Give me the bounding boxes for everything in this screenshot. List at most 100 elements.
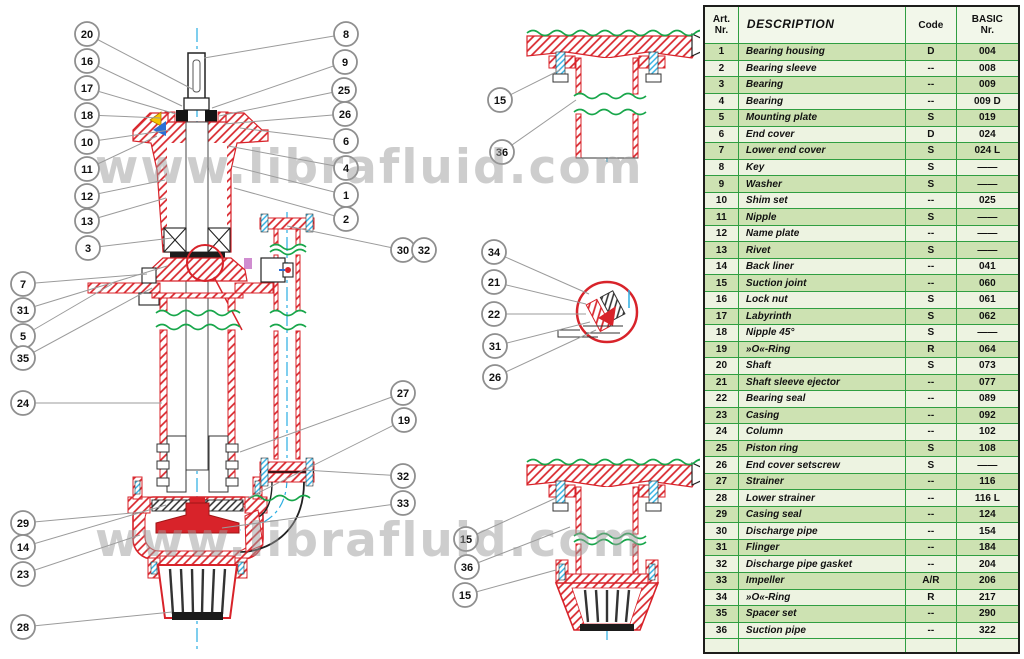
- cell-basic-nr: 154: [955, 522, 1020, 540]
- pipe-break-line: [155, 323, 241, 331]
- svg-text:18: 18: [81, 110, 93, 122]
- cell-basic-nr: 124: [955, 505, 1020, 524]
- svg-text:13: 13: [81, 216, 93, 228]
- cell-art-nr: 35: [703, 605, 739, 623]
- pipe-break-line: [573, 538, 647, 546]
- cell-code: --: [905, 257, 957, 276]
- cell-art-nr: 19: [703, 340, 739, 359]
- cell-empty: [737, 638, 907, 654]
- cell-art-nr: 26: [703, 456, 739, 474]
- leader-line: [501, 99, 577, 153]
- cell-art-nr: 33: [703, 572, 739, 590]
- cell-description: Bearing: [737, 92, 907, 111]
- leader-line: [493, 281, 587, 305]
- pipe-break-line: [269, 248, 307, 256]
- svg-text:23: 23: [17, 569, 29, 581]
- cell-art-nr: 28: [703, 489, 739, 507]
- cell-code: S: [905, 175, 957, 193]
- cell-code: --: [905, 423, 957, 441]
- cell-code: --: [905, 224, 957, 243]
- cell-description: Discharge pipe gasket: [737, 555, 907, 573]
- callout-balloon-19: 19: [391, 407, 417, 433]
- cell-code: S: [905, 324, 957, 342]
- svg-text:9: 9: [342, 57, 348, 69]
- callout-balloon-2: 2: [333, 206, 359, 232]
- cell-basic-nr: 206: [955, 572, 1020, 590]
- callout-balloon-17: 17: [74, 75, 100, 101]
- cell-basic-nr: 009 D: [955, 92, 1020, 111]
- leader-line: [494, 329, 597, 378]
- cell-description: Suction pipe: [737, 621, 907, 640]
- callout-balloon-12: 12: [74, 183, 100, 209]
- cell-basic-nr: 024: [955, 125, 1020, 144]
- callout-balloon-31: 31: [10, 297, 36, 323]
- svg-text:31: 31: [17, 305, 29, 317]
- cell-code: --: [905, 406, 957, 425]
- cell-code: --: [905, 555, 957, 573]
- cell-art-nr: 15: [703, 274, 739, 292]
- leader-line: [218, 89, 345, 117]
- svg-text:27: 27: [397, 388, 409, 400]
- callout-balloon-7: 7: [10, 271, 36, 297]
- cell-code: --: [905, 489, 957, 507]
- svg-text:29: 29: [17, 518, 29, 530]
- svg-text:16: 16: [81, 56, 93, 68]
- cell-art-nr: 20: [703, 357, 739, 375]
- pipe-break-line: [269, 243, 307, 251]
- cell-basic-nr: 024 L: [955, 142, 1020, 160]
- svg-text:35: 35: [17, 353, 29, 365]
- cell-description: Suction joint: [737, 274, 907, 292]
- cell-art-nr: 27: [703, 472, 739, 491]
- leader-line: [22, 273, 148, 285]
- callout-balloon-24: 24: [10, 390, 36, 416]
- leader-line: [86, 179, 166, 197]
- svg-text:8: 8: [343, 29, 349, 41]
- cell-basic-nr: ——: [955, 175, 1020, 193]
- suction-joint-detail: [526, 33, 700, 162]
- cell-code: --: [905, 191, 957, 210]
- leader-line: [86, 129, 171, 143]
- pipe-break-line: [155, 309, 241, 317]
- callout-balloon-25: 25: [331, 77, 357, 103]
- cell-basic-nr: 108: [955, 439, 1020, 458]
- svg-text:28: 28: [17, 622, 29, 634]
- pipe-break-line: [269, 323, 307, 331]
- cell-code: S: [905, 109, 957, 127]
- cell-code: --: [905, 621, 957, 640]
- detail-arrow: [598, 306, 616, 326]
- cell-description: Bearing seal: [737, 390, 907, 408]
- pipe-break-line: [269, 309, 307, 317]
- cell-description: Impeller: [737, 572, 907, 590]
- cell-code: S: [905, 456, 957, 474]
- svg-text:14: 14: [17, 542, 30, 554]
- leader-line: [22, 611, 173, 628]
- leader-lines: [22, 33, 597, 628]
- header-description: DESCRIPTION: [737, 5, 907, 44]
- pipe-break-line: [573, 108, 647, 116]
- cell-code: S: [905, 158, 957, 177]
- cell-code: S: [905, 307, 957, 326]
- cell-description: Casing seal: [737, 505, 907, 524]
- svg-text:22: 22: [488, 309, 500, 321]
- pipe-break-line: [573, 92, 647, 100]
- callout-balloon-36: 36: [489, 139, 515, 165]
- cell-description: Labyrinth: [737, 307, 907, 326]
- callout-balloon-4: 4: [333, 155, 359, 181]
- leader-line: [227, 145, 347, 169]
- svg-text:15: 15: [460, 534, 472, 546]
- svg-text:3: 3: [85, 243, 91, 255]
- cell-art-nr: 30: [703, 522, 739, 540]
- callout-balloon-11: 11: [74, 156, 100, 182]
- svg-text:32: 32: [397, 471, 409, 483]
- cell-basic-nr: ——: [955, 224, 1020, 243]
